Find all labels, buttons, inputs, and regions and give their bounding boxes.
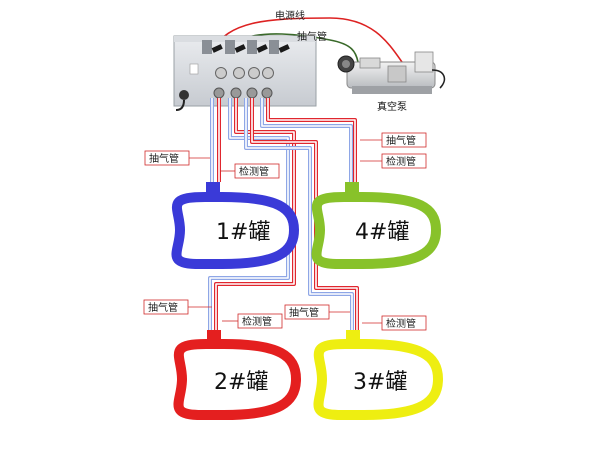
control-box (173, 35, 317, 111)
callout-detect-4: 检测管 (360, 153, 427, 169)
power-switch-icon (179, 90, 189, 100)
valve-row (202, 40, 290, 54)
callout-detect-2: 检测管 (222, 313, 283, 329)
callout-suction-3: 抽气管 (284, 304, 350, 320)
callout-detect-3: 检测管 (362, 315, 427, 331)
tank-3-body (313, 339, 444, 420)
power-line-label: 电源线 (275, 9, 305, 22)
tank-1: 1#罐 (171, 182, 300, 269)
svg-text:检测管: 检测管 (242, 315, 272, 328)
tank-4: 4#罐 (311, 182, 442, 269)
callout-suction-1: 抽气管 (144, 150, 210, 166)
tube-suction-3-core (245, 98, 353, 330)
svg-text:检测管: 检测管 (386, 317, 416, 330)
vacuum-pump-label: 真空泵 (377, 100, 407, 113)
pump-suction-line (239, 33, 359, 63)
svg-text:抽气管: 抽气管 (149, 152, 179, 165)
tube-detect-2-core (215, 98, 295, 330)
tank-1-body (171, 192, 300, 269)
power-line (211, 17, 403, 63)
svg-text:抽气管: 抽气管 (148, 301, 178, 314)
callout-suction-2: 抽气管 (143, 299, 212, 315)
vacuum-pump (337, 51, 446, 94)
tank-2-body (173, 339, 302, 420)
svg-text:检测管: 检测管 (386, 155, 416, 168)
tank-3-label: 3#罐 (353, 370, 407, 395)
svg-text:检测管: 检测管 (239, 165, 269, 178)
gauge-row (215, 67, 274, 79)
suction-line-label: 抽气管 (297, 30, 327, 43)
tank-2-label: 2#罐 (214, 370, 268, 395)
tank-2: 2#罐 (173, 330, 302, 420)
tube-detect-4-core (267, 98, 356, 182)
tube-suction-4-core (261, 98, 352, 182)
callout-detect-1: 检测管 (220, 163, 280, 179)
callout-suction-4: 抽气管 (360, 132, 427, 148)
tank-4-label: 4#罐 (355, 220, 409, 245)
tank-1-label: 1#罐 (216, 220, 270, 245)
tank-3: 3#罐 (313, 330, 444, 420)
tank-4-body (311, 192, 442, 269)
svg-text:抽气管: 抽气管 (289, 306, 319, 319)
svg-text:抽气管: 抽气管 (386, 134, 416, 147)
